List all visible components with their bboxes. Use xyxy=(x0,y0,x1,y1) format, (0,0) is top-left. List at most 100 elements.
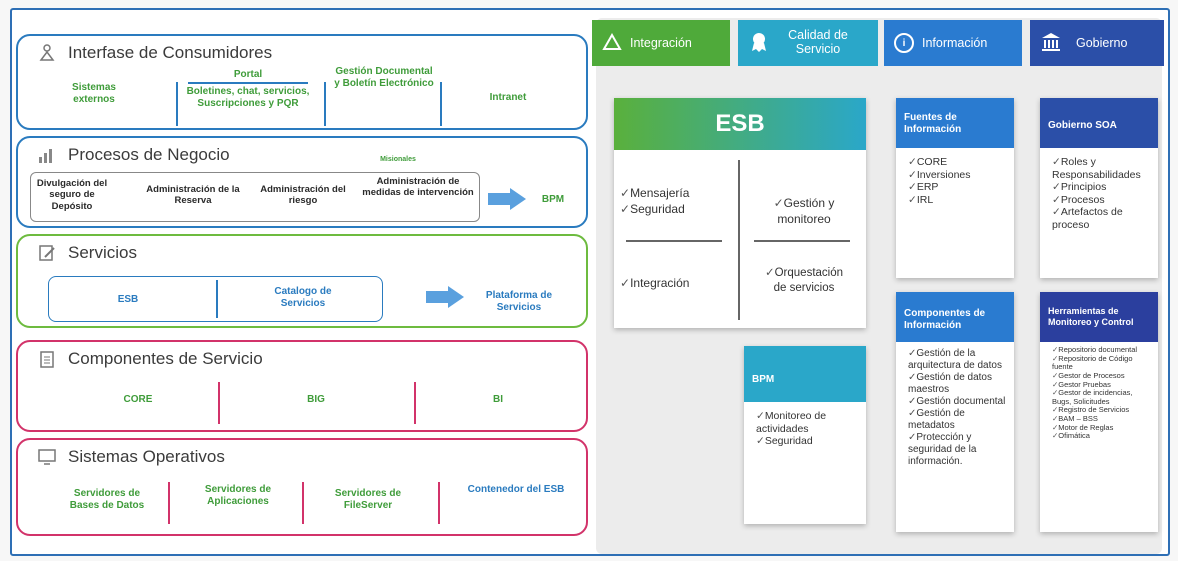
portal-underline xyxy=(188,82,308,84)
layer-componentes: Componentes de Servicio CORE BIG BI xyxy=(16,340,588,432)
gob-soa-item: Principios xyxy=(1052,181,1150,194)
esb-card-title: ESB xyxy=(614,98,866,150)
herramientas-item: Gestor de Procesos xyxy=(1052,371,1150,381)
process-item-3: Administración del riesgo xyxy=(260,184,346,207)
layer-componentes-header: Componentes de Servicio xyxy=(36,348,263,370)
layer-consumidores-header: Interfase de Consumidores xyxy=(36,42,272,64)
arrow-right-icon xyxy=(426,286,466,308)
header-integracion: Integración xyxy=(592,20,730,66)
herramientas-item: Repositorio de Código fuente xyxy=(1052,354,1150,372)
gob-soa-card: Gobierno SOA Roles y Responsabilidades P… xyxy=(1040,98,1158,278)
herramientas-card-title: Herramientas de Monitoreo y Control xyxy=(1040,292,1158,342)
misionales-label: Misionales xyxy=(380,156,416,163)
layer-servicios: Servicios ESB Catalogo de Servicios Plat… xyxy=(16,234,588,328)
component-bi: BI xyxy=(493,394,503,405)
herramientas-list: Repositorio documental Repositorio de Có… xyxy=(1040,342,1158,447)
server-fileserver: Servidores de FileServer xyxy=(334,488,402,511)
layer-consumidores: Interfase de Consumidores Sistemas exter… xyxy=(16,34,588,130)
header-informacion: i Información xyxy=(884,20,1022,66)
layer-title: Procesos de Negocio xyxy=(68,145,230,164)
layer-procesos: Procesos de Negocio Misionales Divulgaci… xyxy=(16,136,588,228)
vertical-divider xyxy=(438,482,440,524)
warning-triangle-icon xyxy=(602,32,622,54)
vertical-divider xyxy=(218,382,220,424)
layer-procesos-header: Procesos de Negocio xyxy=(36,144,230,166)
esb-item: Integración xyxy=(620,276,724,292)
header-label: Integración xyxy=(630,36,692,50)
bpm-card-title: BPM xyxy=(744,346,866,402)
arrow-right-icon xyxy=(488,188,528,210)
fuentes-card-title: Fuentes de Información xyxy=(896,98,1014,148)
layer-title: Componentes de Servicio xyxy=(68,349,263,368)
vertical-divider xyxy=(176,82,178,126)
header-label: Calidad de Servicio xyxy=(788,28,848,56)
gob-soa-item: Roles y Responsabilidades xyxy=(1052,156,1150,181)
component-big: BIG xyxy=(307,394,325,405)
chart-bar-icon xyxy=(36,144,58,166)
fuentes-list: CORE Inversiones ERP IRL xyxy=(896,148,1014,212)
server-bd: Servidores de Bases de Datos xyxy=(69,488,145,511)
fuentes-card: Fuentes de Información CORE Inversiones … xyxy=(896,98,1014,278)
gob-soa-card-title: Gobierno SOA xyxy=(1040,98,1158,148)
plataforma-servicios: Plataforma de Servicios xyxy=(485,290,553,313)
esb-item: Gestión y monitoreo xyxy=(758,196,850,227)
info-icon: i xyxy=(894,33,914,53)
bpm-item: Monitoreo de actividades xyxy=(756,410,858,435)
fuentes-item: IRL xyxy=(908,194,1006,207)
layer-sistemas-header: Sistemas Operativos xyxy=(36,446,225,468)
vertical-divider xyxy=(302,482,304,524)
esb-horizontal-line-left xyxy=(626,240,722,242)
government-building-icon xyxy=(1040,31,1062,56)
fuentes-item: CORE xyxy=(908,156,1006,169)
process-box xyxy=(30,172,480,222)
comp-info-list: Gestión de la arquitectura de datos Gest… xyxy=(896,342,1014,474)
herramientas-item: Gestor de incidencias, Bugs, Solicitudes xyxy=(1052,388,1150,406)
monitor-icon xyxy=(36,446,58,468)
herramientas-item: Ofimática xyxy=(1052,432,1150,441)
portal-title: Portal xyxy=(233,69,263,80)
fuentes-item: ERP xyxy=(908,181,1006,194)
esb-item: Mensajería xyxy=(620,186,724,202)
vertical-divider xyxy=(440,82,442,126)
bpm-card: BPM Monitoreo de actividades Seguridad xyxy=(744,346,866,524)
comp-info-card: Componentes de Información Gestión de la… xyxy=(896,292,1014,532)
esb-quadrant-1: Mensajería Seguridad xyxy=(614,178,732,223)
header-label: Información xyxy=(922,36,988,50)
bpm-label: BPM xyxy=(541,194,565,205)
comp-info-item: Gestión de datos maestros xyxy=(908,372,1006,396)
comp-info-item: Gestión de la arquitectura de datos xyxy=(908,348,1006,372)
gestion-documental: Gestión Documental y Boletín Electrónico xyxy=(334,66,434,89)
gob-soa-item: Artefactos de proceso xyxy=(1052,206,1150,231)
vertical-divider xyxy=(414,382,416,424)
edit-document-icon xyxy=(36,242,58,264)
process-item-1: Divulgación del seguro de Depósito xyxy=(36,178,108,212)
comp-info-item: Protección y seguridad de la información… xyxy=(908,432,1006,468)
vertical-divider xyxy=(324,82,326,126)
award-icon xyxy=(748,31,770,56)
layer-sistemas-operativos: Sistemas Operativos Servidores de Bases … xyxy=(16,438,588,536)
header-calidad: Calidad de Servicio xyxy=(738,20,878,66)
herramientas-card: Herramientas de Monitoreo y Control Repo… xyxy=(1040,292,1158,532)
gob-soa-list: Roles y Responsabilidades Principios Pro… xyxy=(1040,148,1158,238)
esb-item: Seguridad xyxy=(620,202,724,218)
vertical-divider xyxy=(168,482,170,524)
herramientas-item: Registro de Servicios xyxy=(1052,406,1150,415)
clipboard-icon xyxy=(36,348,58,370)
vertical-divider xyxy=(216,280,218,318)
bpm-list: Monitoreo de actividades Seguridad xyxy=(744,402,866,454)
layer-title: Interfase de Consumidores xyxy=(68,43,273,62)
layer-title: Sistemas Operativos xyxy=(68,447,225,466)
comp-info-item: Gestión documental xyxy=(908,396,1006,408)
portal-items: Boletines, chat, servicios, Suscripcione… xyxy=(186,86,310,109)
header-gobierno: Gobierno xyxy=(1030,20,1164,66)
intranet: Intranet xyxy=(489,92,527,103)
esb-service: ESB xyxy=(117,294,139,305)
esb-quadrant-4: Orquestación de servicios xyxy=(746,258,858,302)
process-item-2: Administración de la Reserva xyxy=(146,184,240,207)
comp-info-item: Gestión de metadatos xyxy=(908,408,1006,432)
header-label: Gobierno xyxy=(1076,36,1128,50)
people-icon xyxy=(36,42,58,64)
esb-card: ESB Mensajería Seguridad Gestión y monit… xyxy=(614,98,866,328)
bpm-item: Seguridad xyxy=(756,435,858,448)
gob-soa-item: Procesos xyxy=(1052,194,1150,207)
